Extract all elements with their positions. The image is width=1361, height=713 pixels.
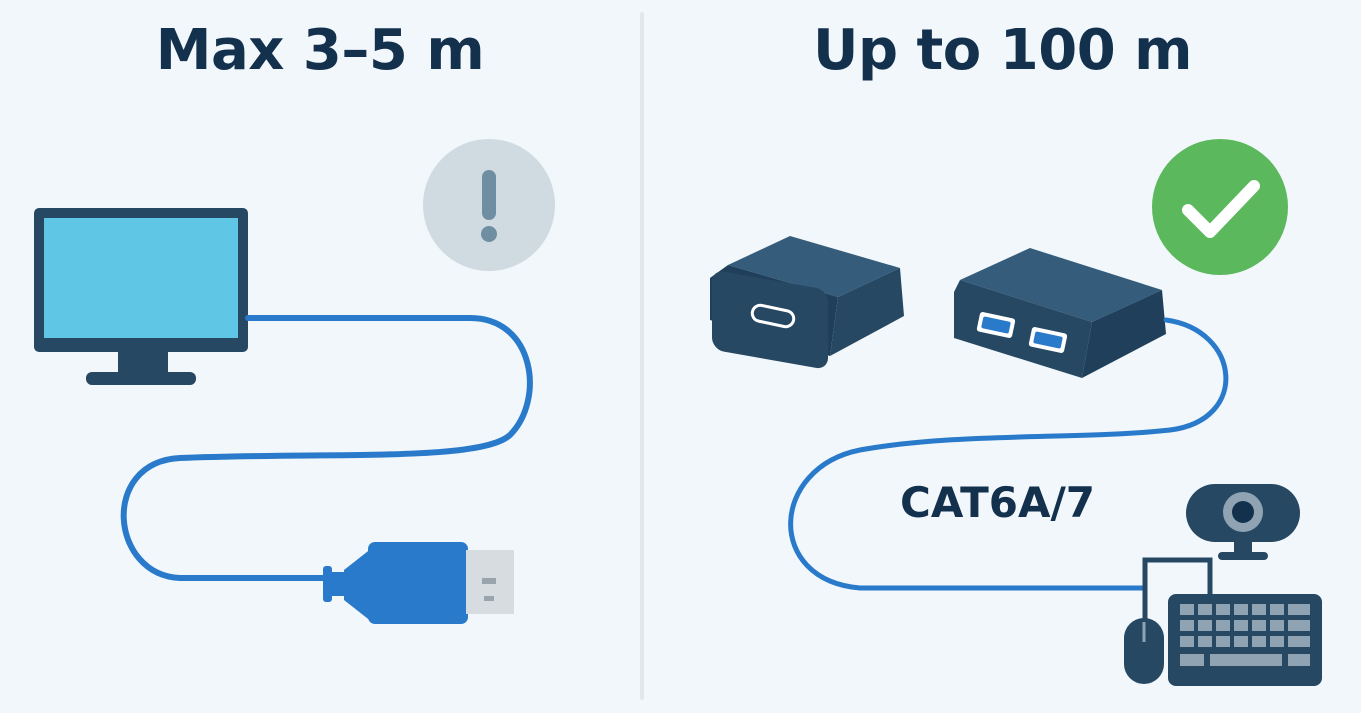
peripheral-wire bbox=[1142, 557, 1213, 598]
usb-plug-icon bbox=[323, 542, 514, 624]
extender-transmitter-icon bbox=[710, 236, 904, 369]
cat-cable bbox=[788, 317, 1229, 591]
check-icon bbox=[1152, 139, 1288, 275]
right-panel: Up to 100 m bbox=[644, 0, 1361, 713]
keyboard-icon bbox=[1168, 594, 1322, 686]
webcam-icon bbox=[1186, 484, 1300, 560]
cable-type-label: CAT6A/7 bbox=[900, 478, 1096, 527]
left-panel: Max 3–5 m bbox=[0, 0, 640, 713]
usb-cable bbox=[120, 315, 533, 581]
left-title: Max 3–5 m bbox=[155, 18, 485, 83]
warning-exclamation-icon bbox=[423, 139, 555, 271]
panel-divider bbox=[640, 12, 644, 700]
monitor-icon bbox=[34, 208, 248, 385]
mouse-icon bbox=[1124, 618, 1164, 684]
extender-receiver-icon bbox=[954, 248, 1166, 378]
right-title: Up to 100 m bbox=[812, 18, 1193, 83]
